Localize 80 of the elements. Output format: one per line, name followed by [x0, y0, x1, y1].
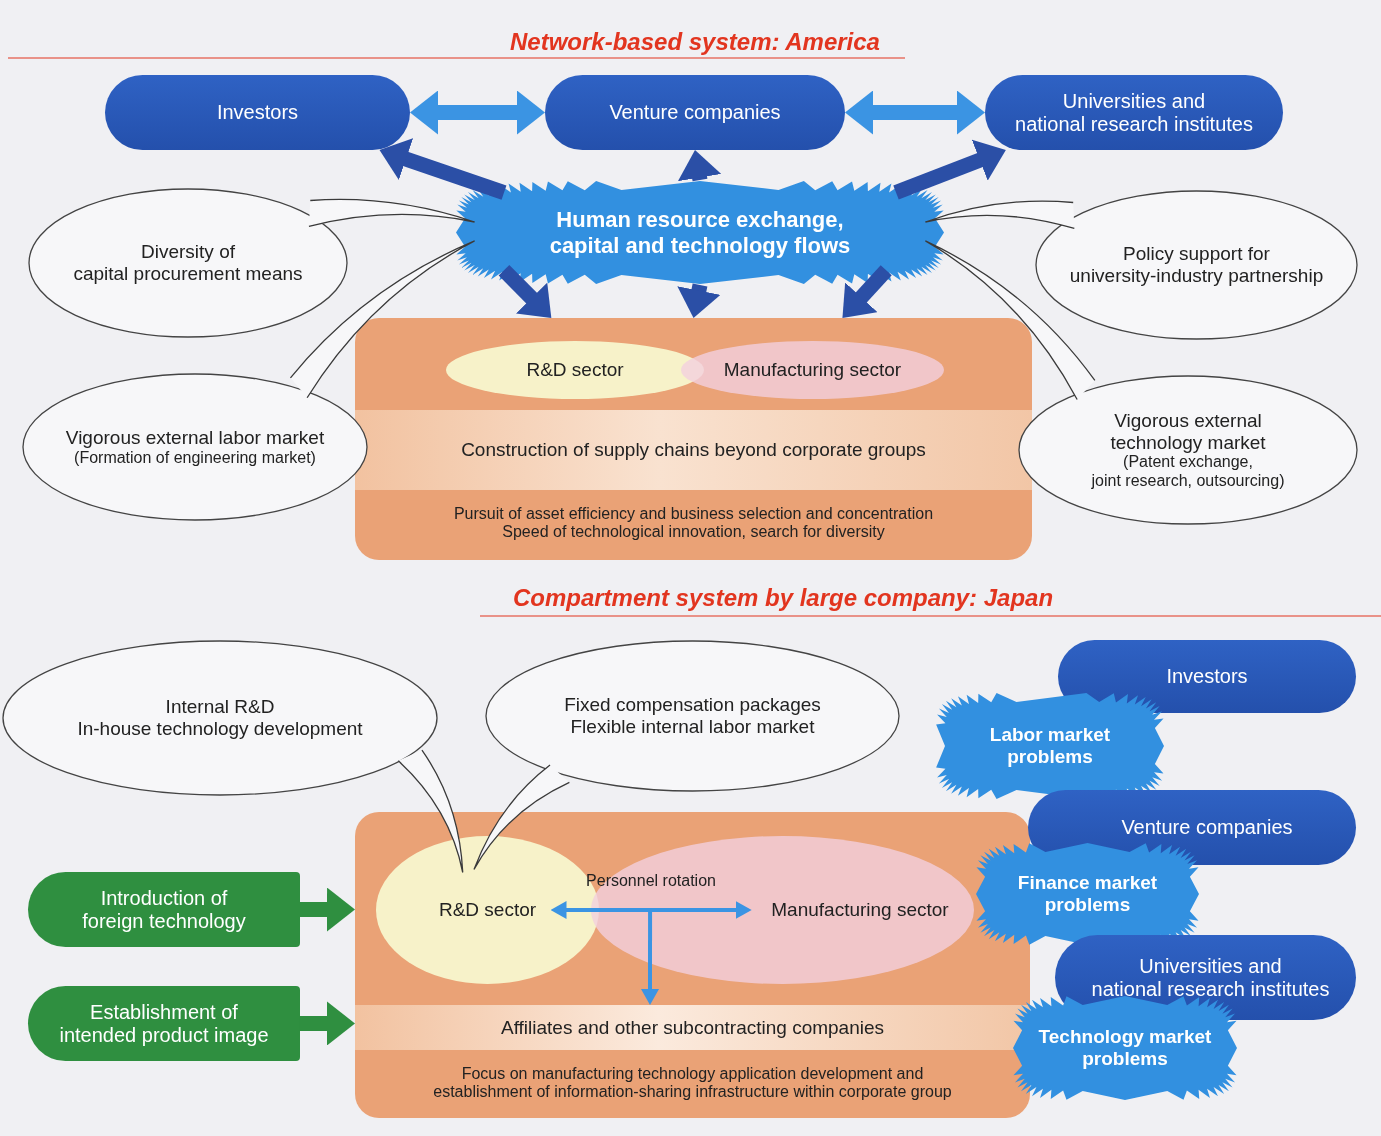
band-text: Affiliates and other subcontracting companies [500, 1016, 884, 1039]
starburst-label: problems [1082, 1048, 1168, 1070]
speech-bubble [1035, 190, 1358, 340]
starburst-label: Human resource exchange, [556, 207, 844, 233]
box-label: Venture companies [609, 101, 781, 124]
arrow [641, 911, 659, 1005]
starburst-label: problems [1007, 746, 1093, 768]
box-label: Universities and [1139, 954, 1282, 978]
speech-bubble [1018, 375, 1358, 525]
arrow [410, 90, 545, 135]
section-heading: Network-based system: America [510, 28, 880, 56]
callout-tail [473, 764, 571, 871]
callout-tail [308, 198, 476, 228]
starburst-shape [1012, 995, 1238, 1101]
panel-text: Speed of technological innovation, search for diversity [502, 523, 885, 542]
arrow [300, 1001, 355, 1046]
starburst-label: capital and technology flows [549, 232, 851, 258]
sector-label: R&D sector [438, 899, 537, 921]
section-heading: Compartment system by large company: Japan [512, 584, 1054, 612]
starburst-label: problems [1044, 894, 1131, 916]
arrow [677, 150, 722, 182]
starburst-label: Labor market [989, 724, 1111, 746]
tag-box [28, 986, 300, 1061]
sector-label: R&D sector [526, 359, 624, 381]
box-label: Investors [1166, 665, 1248, 688]
bubble-text: Flexible internal labor market [570, 716, 815, 738]
callout-tail [924, 200, 1075, 230]
tag-label: Introduction of [100, 886, 228, 910]
bubble-text: Vigorous external labor market [65, 426, 325, 449]
bubble-text: capital procurement means [73, 263, 303, 285]
edge-label: Personnel rotation [586, 872, 716, 890]
arrow [677, 283, 721, 318]
starburst-shape [935, 692, 1165, 800]
box-label: Investors [216, 101, 299, 124]
speech-bubble [28, 188, 348, 338]
panel-text: establishment of information-sharing infrastructure within corporate group [433, 1083, 952, 1102]
arrow [299, 887, 355, 932]
panel-text: Pursuit of asset efficiency and business selection and concentration [453, 504, 934, 523]
callout-tail [924, 240, 1096, 401]
starburst-label: Technology market [1038, 1026, 1212, 1048]
panel-text: Construction of supply chains beyond corporate groups [461, 439, 926, 461]
panel [355, 318, 1032, 560]
arrow [842, 265, 892, 318]
bubble-text: (Formation of engineering market) [74, 448, 316, 468]
sector-ellipse [680, 340, 945, 400]
bubble-text: Policy support for [1123, 243, 1270, 265]
speech-bubble [22, 373, 368, 521]
tag-box [28, 872, 300, 947]
starburst-shape [975, 842, 1200, 946]
starburst-label: Finance market [1017, 872, 1158, 894]
rounded-box [105, 75, 410, 150]
tag-label: foreign technology [82, 909, 246, 933]
sector-label: Manufacturing sector [723, 359, 902, 381]
bubble-text: technology market [1110, 431, 1266, 454]
bubble-text: Fixed compensation packages [564, 694, 821, 716]
box-label: Venture companies [1121, 816, 1293, 839]
bubble-text: Diversity of [141, 241, 235, 263]
arrow [379, 138, 507, 200]
arrow [550, 901, 752, 919]
tag-label: Establishment of [90, 1000, 238, 1024]
arrow [845, 90, 985, 135]
bubble-text: Internal R&D [165, 696, 275, 718]
starburst-shape [455, 180, 945, 285]
bubble-text: Vigorous external [1114, 409, 1262, 432]
box-label: national research institutes [1091, 977, 1330, 1001]
sector-label: Manufacturing sector [771, 899, 949, 921]
bubble-text: university-industry partnership [1069, 265, 1324, 287]
bubble-text: joint research, outsourcing) [1091, 471, 1285, 491]
callout-tail [397, 749, 464, 874]
arrow [893, 139, 1006, 200]
panel-text: Focus on manufacturing technology application development and [461, 1064, 924, 1083]
speech-bubble [2, 640, 438, 796]
box-label: Universities and [1062, 89, 1206, 113]
band [355, 1005, 1030, 1050]
box-label: national research institutes [1015, 112, 1253, 136]
bubble-text: In-house technology development [77, 718, 363, 740]
tag-label: intended product image [59, 1023, 269, 1047]
arrow [498, 265, 552, 318]
bubble-text: (Patent exchange, [1123, 453, 1253, 472]
callout-tail [289, 240, 476, 399]
